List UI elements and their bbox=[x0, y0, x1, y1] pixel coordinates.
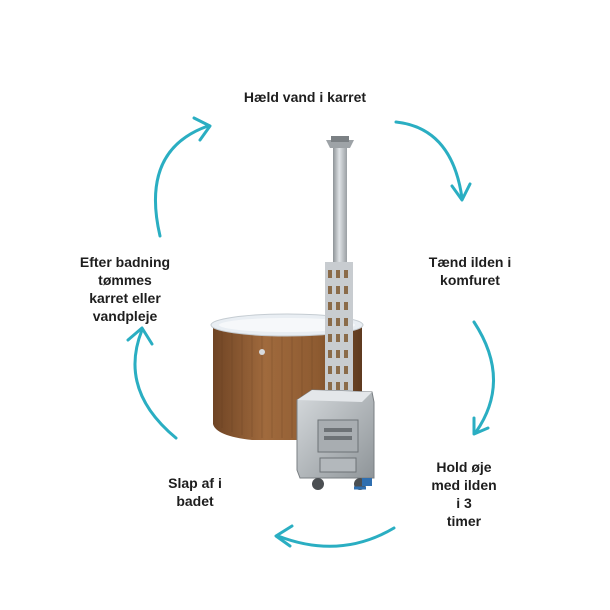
cycle-arrow-icon bbox=[153, 116, 212, 238]
cycle-arrow-icon bbox=[394, 120, 472, 202]
step-empty-tub-line-2: tømmes bbox=[98, 272, 152, 288]
step-light-fire-line-1: Tænd ilden i bbox=[428, 254, 512, 270]
step-watch-fire-line-1: Hold øje bbox=[436, 459, 492, 475]
step-watch-fire: Hold øje med ilden i 3 timer bbox=[414, 458, 514, 530]
step-relax-line-1: Slap af i bbox=[168, 475, 222, 491]
step-fill-water-text: Hæld vand i karret bbox=[243, 89, 367, 105]
cycle-arrow-icon bbox=[274, 524, 396, 548]
step-fill-water: Hæld vand i karret bbox=[200, 88, 410, 106]
step-watch-fire-line-4: timer bbox=[446, 513, 482, 529]
cycle-arrow-icon bbox=[472, 320, 495, 436]
step-watch-fire-line-3: i 3 bbox=[456, 495, 472, 511]
step-empty-tub-line-1: Efter badning bbox=[79, 254, 171, 270]
cycle-arrow-icon bbox=[126, 326, 178, 440]
step-light-fire-line-2: komfuret bbox=[440, 272, 500, 288]
step-watch-fire-line-2: med ilden bbox=[431, 477, 497, 493]
hot-tub-illustration bbox=[210, 136, 375, 490]
step-light-fire: Tænd ilden i komfuret bbox=[415, 253, 525, 289]
step-empty-tub-line-3: karret eller bbox=[89, 290, 161, 306]
step-empty-tub-line-4: vandpleje bbox=[92, 308, 158, 324]
step-relax-line-2: badet bbox=[176, 493, 214, 509]
step-empty-tub: Efter badning tømmes karret eller vandpl… bbox=[60, 253, 190, 325]
step-relax: Slap af i badet bbox=[140, 474, 250, 510]
